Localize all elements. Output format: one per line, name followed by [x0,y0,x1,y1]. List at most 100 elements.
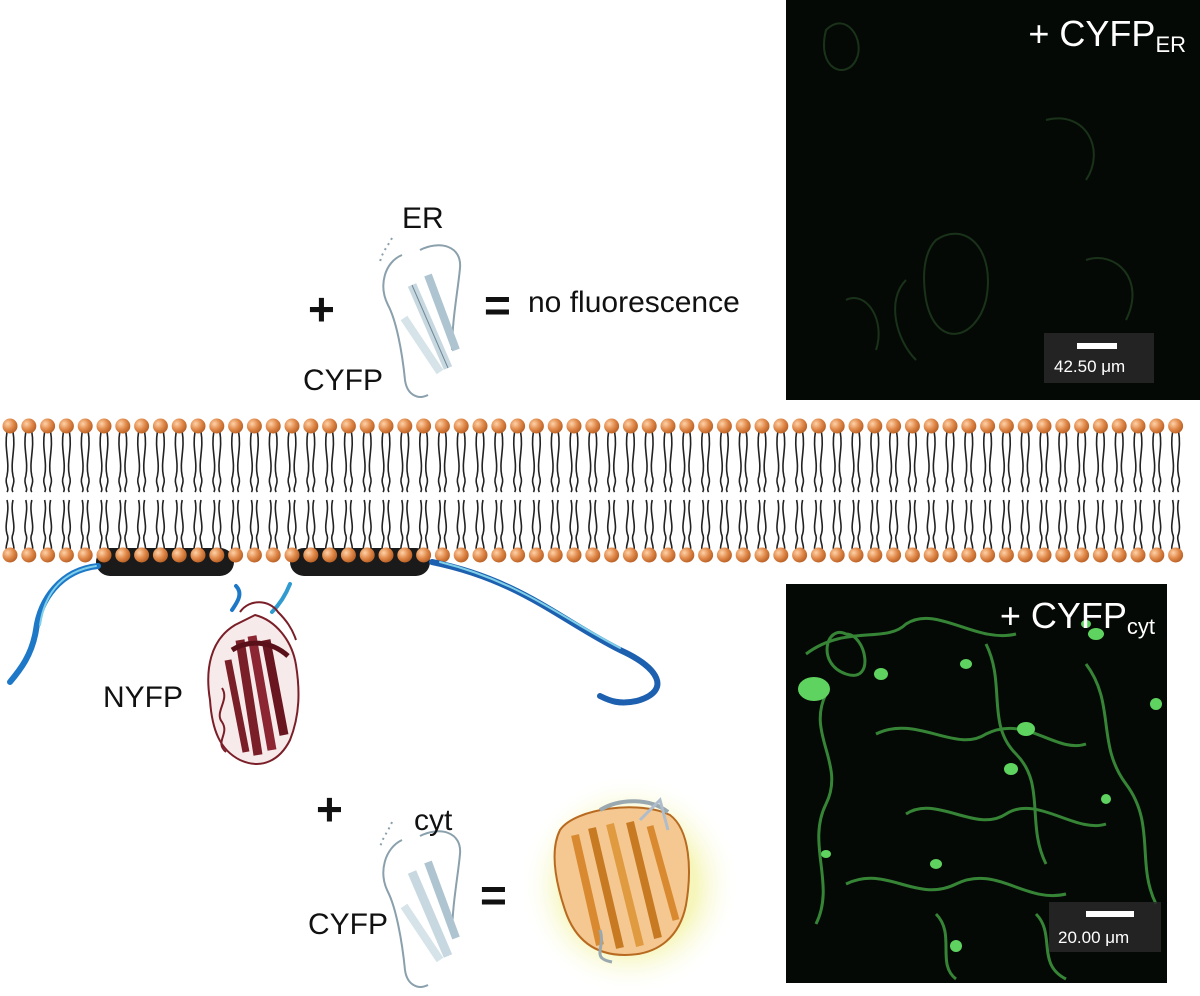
lipid-head [754,547,770,563]
lipid-tail [606,499,611,553]
lipid-head [491,418,507,434]
lipid-tail [876,499,880,553]
cell-outline [825,630,867,677]
lipid-tail [800,499,805,553]
lipid-tail [312,431,316,493]
lipid-head [40,547,56,563]
fluorescent-nucleus [930,859,942,869]
lipid-head [416,547,432,563]
lipid-tail [1158,431,1162,493]
lipid-tail [481,431,485,493]
lipid-head [322,418,338,434]
lipid-tail [932,431,936,493]
lipid-tail [518,499,523,553]
micrograph-cyfp-er: + CYFPER 42.50 μm [786,0,1200,400]
lipid-tail [625,431,630,493]
cyfp-er-fragment [379,237,462,398]
lipid-tail [48,431,53,493]
lipid-tail [11,431,15,493]
lipid-tail [174,431,178,493]
lipid-head [566,418,582,434]
lipid-tail [124,431,128,493]
lipid-tail [500,431,504,493]
lipid-head [622,547,638,563]
lipid-tail [180,431,184,493]
lipid-tail [306,499,310,553]
lipid-head [679,547,695,563]
lipid-tail [1176,499,1181,553]
cell-outline [905,806,1107,828]
lipid-head [810,418,826,434]
lipid-tail [330,499,335,553]
lipid-tail [381,431,385,493]
lipid-head [1168,547,1184,563]
fluorescent-nucleus [1017,722,1035,736]
lipid-tail [970,431,974,493]
lipid-head [416,418,432,434]
lipid-tail [588,431,592,493]
lipid-tail [725,431,730,493]
lipid-tail [556,499,560,553]
lipid-tail [306,431,310,493]
lipid-head [585,418,601,434]
lipid-tail [988,499,993,553]
lipid-head [528,418,544,434]
lipid-head [1055,547,1071,563]
cell-outline [984,643,1048,865]
lipid-tail [1026,499,1030,553]
lipid-tail [343,499,348,553]
cell-outline [805,616,1017,656]
lipid-head [303,547,319,563]
lipid-tail [669,499,673,553]
lipid-head [904,547,920,563]
lipid-tail [287,499,291,553]
lipid-tail [312,499,316,553]
dim-cell-outline [923,232,989,335]
lipid-tail [80,431,84,493]
cell-outline [814,693,834,925]
lipid-head [886,547,902,563]
lipid-tail [907,499,912,553]
scale-bar-er [1077,343,1117,349]
lipid-tail [212,499,216,553]
lipid-tail [24,431,28,493]
plus-operator-top: + [308,283,335,335]
lipid-tail [575,431,579,493]
lipid-tail [1170,431,1175,493]
lipid-head [810,547,826,563]
lipid-tail [1007,499,1012,553]
lipid-head [303,418,319,434]
lipid-tail [851,431,855,493]
lipid-tail [725,499,730,553]
lipid-tail [537,499,542,553]
lipid-head [96,418,112,434]
lipid-tail [11,499,15,553]
lipid-head [679,418,695,434]
lipid-head [792,418,808,434]
lipid-tail [550,499,554,553]
reconstituted-yfp [520,775,740,995]
lipid-tail [682,431,686,493]
fluorescent-nucleus [1150,698,1162,710]
lipid-head [453,547,469,563]
lipid-tail [719,499,724,553]
lipid-head [942,418,958,434]
lipid-head [378,547,394,563]
lipid-head [1149,418,1165,434]
lipid-tail [518,431,523,493]
lipid-tail [631,499,636,553]
lipid-tail [349,499,354,553]
lipid-tail [631,431,636,493]
lipid-tail [700,431,705,493]
lipid-tail [1076,431,1081,493]
lipid-tail [988,431,993,493]
er-micrograph-texture [823,22,1134,361]
lipid-tail [588,499,592,553]
lipid-tail [832,499,836,553]
lipid-tail [782,431,786,493]
lipid-head [980,418,996,434]
lipid-tail [161,499,166,553]
scale-box-er [1044,333,1154,383]
lipid-tail [456,499,460,553]
